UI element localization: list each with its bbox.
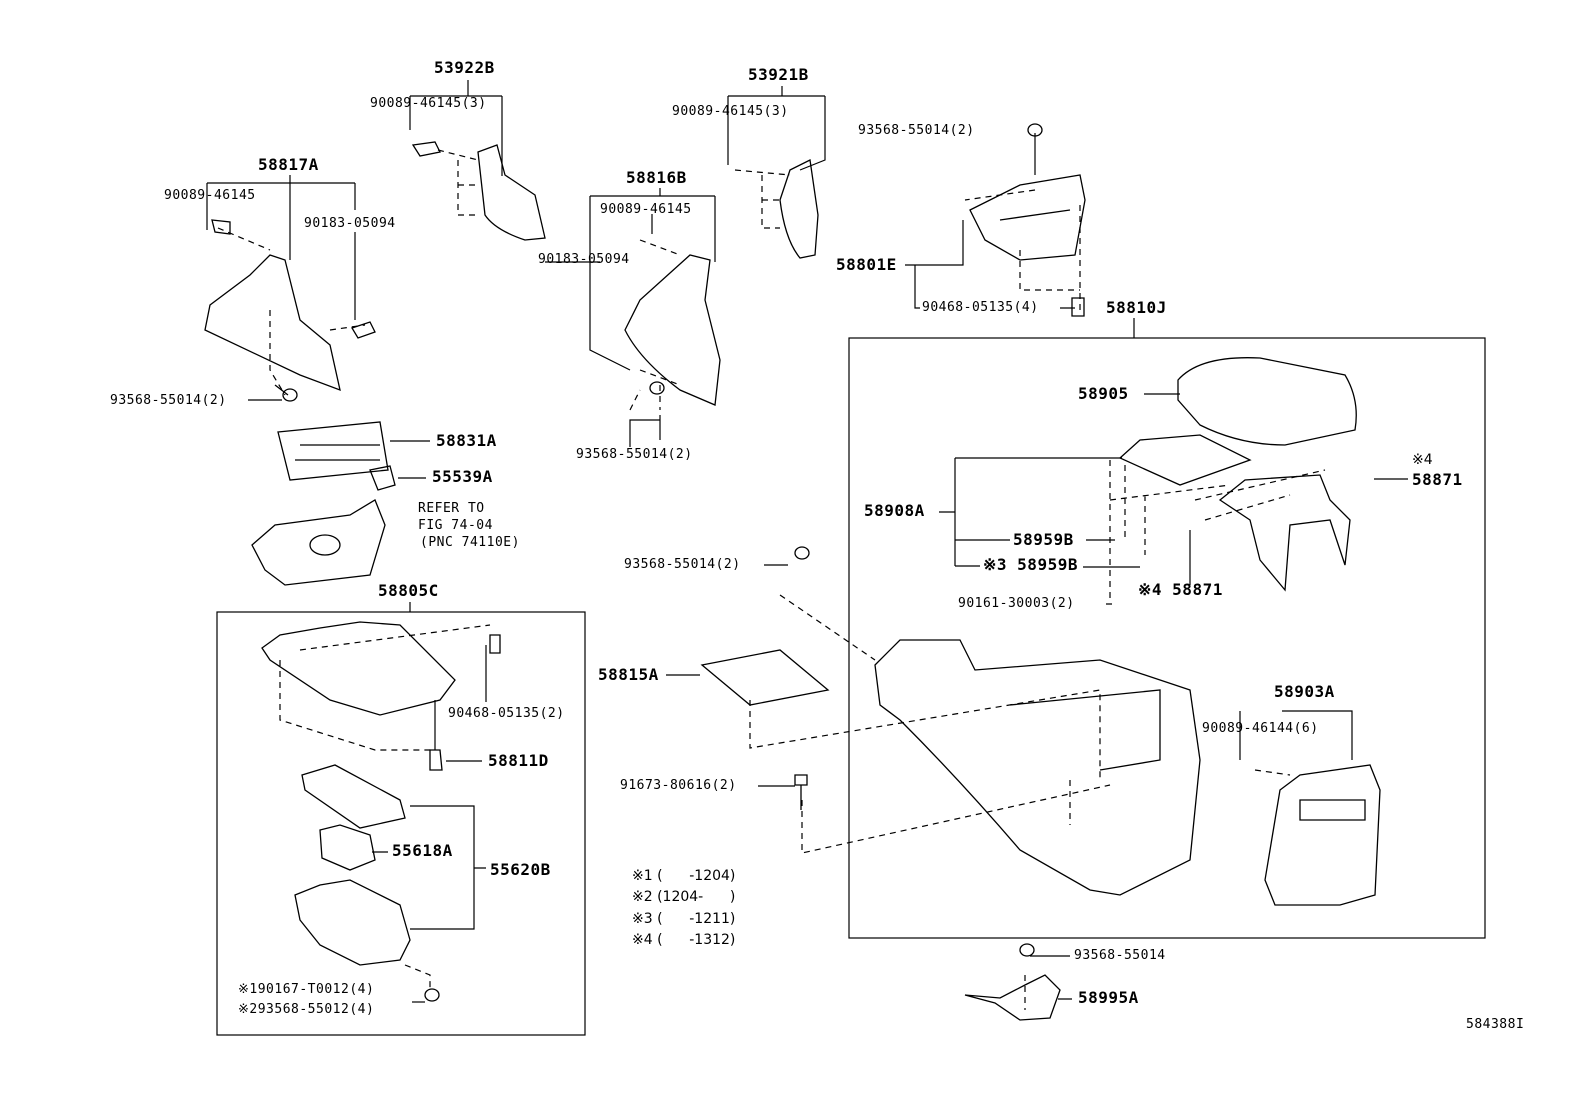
label-55618A: 55618A (392, 841, 453, 860)
label-clip: 90183-05094 (538, 252, 630, 267)
note-4: ※4 ( -1312) (632, 932, 736, 948)
label-clip: 90089-46145 (600, 202, 692, 217)
dashed-assembly-lines (217, 149, 1326, 1010)
part-console-58810J (874, 639, 1201, 896)
part-58995A (964, 974, 1061, 1021)
label-58810J: 58810J (1106, 298, 1167, 317)
part-58815A (700, 649, 830, 706)
label-58908A: 58908A (864, 501, 925, 520)
label-58959B-note3: ※3 58959B (983, 555, 1078, 574)
label-clip: 90183-05094 (304, 216, 396, 231)
refer-line-3: (PNC 74110E) (420, 535, 520, 550)
label-clip: 90089-46144(6) (1202, 721, 1319, 736)
label-58816B: 58816B (626, 168, 687, 187)
refer-line-1: REFER TO (418, 501, 485, 516)
part-box-55620B (294, 879, 411, 966)
label-58903A: 58903A (1274, 682, 1335, 701)
label-58871-note4: ※4 58871 (1138, 580, 1223, 599)
group-box-58805C (216, 611, 586, 1036)
figure-id: 584388I (1466, 1017, 1525, 1032)
part-vent-58871 (1218, 474, 1351, 592)
note-1: ※1 ( -1204) (632, 868, 736, 884)
part-53922B (477, 144, 546, 241)
label-screw-2: ※293568-55012(4) (238, 1002, 375, 1017)
label-58817A: 58817A (258, 155, 319, 174)
part-58805C (261, 621, 456, 716)
note-2: ※2 (1204- ) (632, 889, 736, 905)
part-58801E (969, 174, 1086, 261)
label-58959B: 58959B (1013, 530, 1074, 549)
label-screw: 93568-55014(2) (858, 123, 975, 138)
label-55539A: 55539A (432, 467, 493, 486)
leader-lines (206, 80, 1408, 1003)
note-3: ※3 ( -1211) (632, 911, 736, 927)
label-58905: 58905 (1078, 384, 1129, 403)
part-clip-90089 (211, 141, 441, 235)
label-screw: 93568-55014(2) (110, 393, 227, 408)
part-clip-90183 (351, 321, 376, 339)
part-55539A (369, 465, 396, 491)
part-screw-top (424, 123, 1043, 1002)
part-screw (274, 384, 298, 402)
label-clip: 90089-46145 (164, 188, 256, 203)
part-bracket-74110E (251, 499, 386, 586)
part-58831A (277, 421, 389, 481)
group-box-58810J (848, 337, 1486, 939)
label-58805C: 58805C (378, 581, 439, 600)
label-55620B: 55620B (490, 860, 551, 879)
label-screw: 90161-30003(2) (958, 596, 1075, 611)
part-58908A (1118, 434, 1252, 486)
part-lid-55620B (301, 764, 406, 829)
part-55618A (319, 824, 376, 871)
label-clip-nut: 90468-05135(4) (922, 300, 1039, 315)
part-58817A (204, 254, 341, 392)
label-53921B: 53921B (748, 65, 809, 84)
label-screw-1: ※190167-T0012(4) (238, 982, 375, 997)
part-58903A (1264, 764, 1381, 906)
label-58801E: 58801E (836, 255, 897, 274)
part-clip-90468 (489, 297, 1085, 654)
label-clip-nut: 90468-05135(2) (448, 706, 565, 721)
label-clip: 90089-46145(3) (370, 96, 487, 111)
part-shapes (204, 123, 1381, 1021)
part-clip-58811D (429, 749, 443, 771)
label-screw: 93568-55014 (1074, 948, 1166, 963)
label-clip: 90089-46145(3) (672, 104, 789, 119)
part-58816B (624, 254, 721, 406)
label-53922B: 53922B (434, 58, 495, 77)
label-58811D: 58811D (488, 751, 549, 770)
part-58905 (1177, 357, 1357, 446)
label-screw: 93568-55014(2) (576, 447, 693, 462)
refer-line-2: FIG 74-04 (418, 518, 493, 533)
label-58831A: 58831A (436, 431, 497, 450)
part-53921B (779, 159, 819, 259)
part-bolt-91673 (794, 774, 808, 810)
label-bolt: 91673-80616(2) (620, 778, 737, 793)
label-58995A: 58995A (1078, 988, 1139, 1007)
label-58871: 58871 (1412, 470, 1463, 489)
label-screw: 93568-55014(2) (624, 557, 741, 572)
label-58815A: 58815A (598, 665, 659, 684)
label-note-ref-4: ※4 (1412, 452, 1433, 468)
